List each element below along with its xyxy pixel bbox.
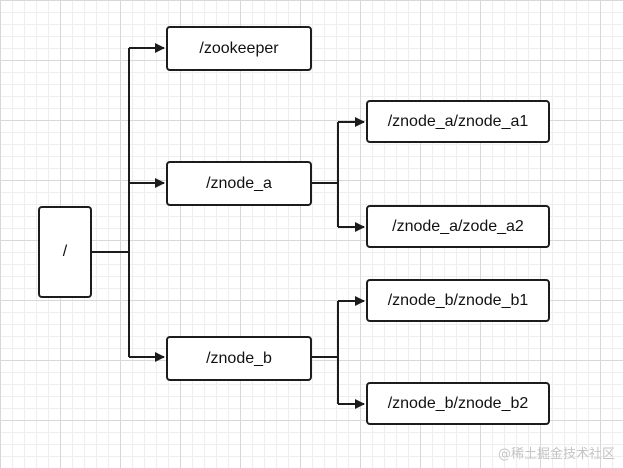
node-znode-b: /znode_b [166,336,312,381]
node-znode-a: /znode_a [166,161,312,206]
node-zookeeper: /zookeeper [166,26,312,71]
node-znode-b-b1-label: /znode_b/znode_b1 [387,291,529,309]
node-znode-b-b1: /znode_b/znode_b1 [366,279,550,322]
node-znode-b-b2: /znode_b/znode_b2 [366,382,550,425]
node-zookeeper-label: /zookeeper [199,39,279,57]
watermark: @稀土掘金技术社区 [497,447,615,462]
node-znode-a-label: /znode_a [206,174,272,192]
node-znode-b-label: /znode_b [206,349,272,367]
node-root: / [38,206,92,298]
node-znode-a-a2-label: /znode_a/zode_a2 [392,217,524,235]
node-root-label: / [62,243,68,260]
node-znode-a-a1-label: /znode_a/znode_a1 [387,112,529,130]
node-znode-a-a2: /znode_a/zode_a2 [366,205,550,248]
node-znode-b-b2-label: /znode_b/znode_b2 [387,394,529,412]
node-znode-a-a1: /znode_a/znode_a1 [366,100,550,143]
